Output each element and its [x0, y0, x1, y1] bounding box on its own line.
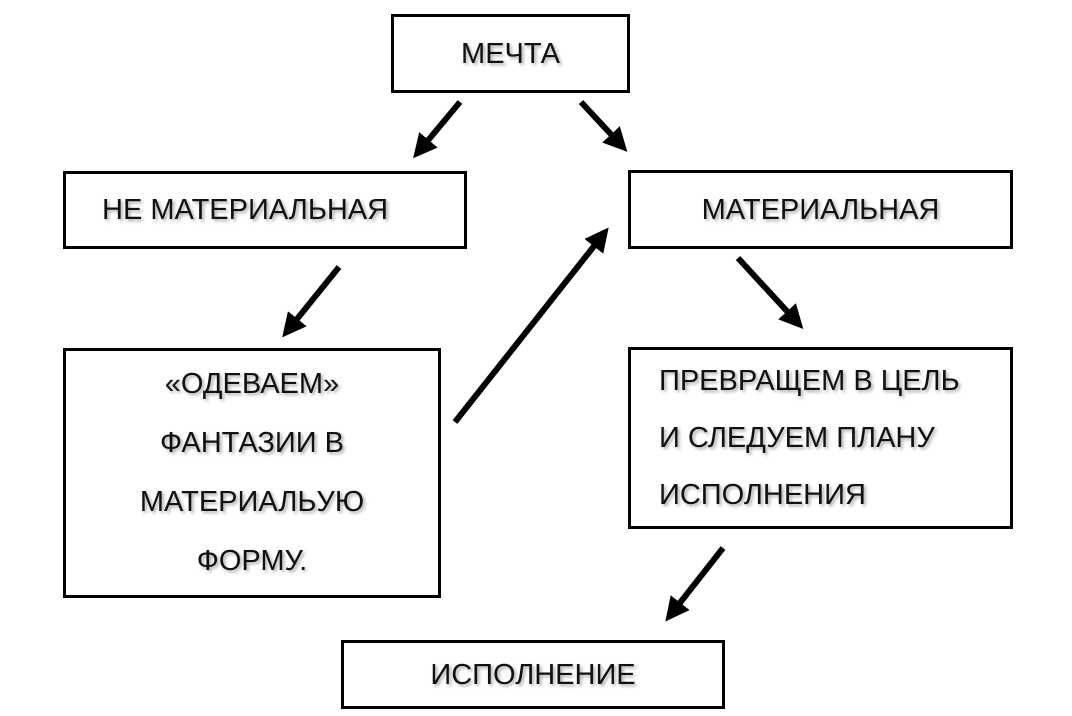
node-execution-label: ИСПОЛНЕНИЕ [430, 658, 636, 691]
node-dream: МЕЧТА [391, 14, 630, 93]
node-dress-up-label: «ОДЕВАЕМ» ФАНТАЗИИ В МАТЕРИАЛЬУЮ ФОРМУ. [139, 368, 365, 577]
node-dress-up-fantasies: «ОДЕВАЕМ» ФАНТАЗИИ В МАТЕРИАЛЬУЮ ФОРМУ. [63, 348, 441, 598]
arrow-dream-to-material [578, 99, 628, 152]
arrow-goal-to-execution [665, 546, 726, 622]
node-execution: ИСПОЛНЕНИЕ [341, 640, 725, 709]
node-material-label: МАТЕРИАЛЬНАЯ [701, 193, 940, 226]
node-non-material: НЕ МАТЕРИАЛЬНАЯ [63, 171, 467, 249]
arrow-dress-up-to-material [452, 227, 609, 424]
node-non-material-label: НЕ МАТЕРИАЛЬНАЯ [102, 194, 389, 226]
node-material: МАТЕРИАЛЬНАЯ [628, 170, 1013, 249]
arrow-non-material-to-dress-up [282, 265, 342, 338]
node-make-goal-label: ПРЕВРАЩЕМ В ЦЕЛЬ И СЛЕДУЕМ ПЛАНУ ИСПОЛНЕ… [659, 364, 960, 511]
arrow-material-to-goal [735, 255, 804, 329]
node-make-goal: ПРЕВРАЩЕМ В ЦЕЛЬ И СЛЕДУЕМ ПЛАНУ ИСПОЛНЕ… [628, 347, 1013, 529]
arrow-dream-to-non-material [413, 100, 463, 159]
node-dream-label: МЕЧТА [461, 37, 560, 70]
